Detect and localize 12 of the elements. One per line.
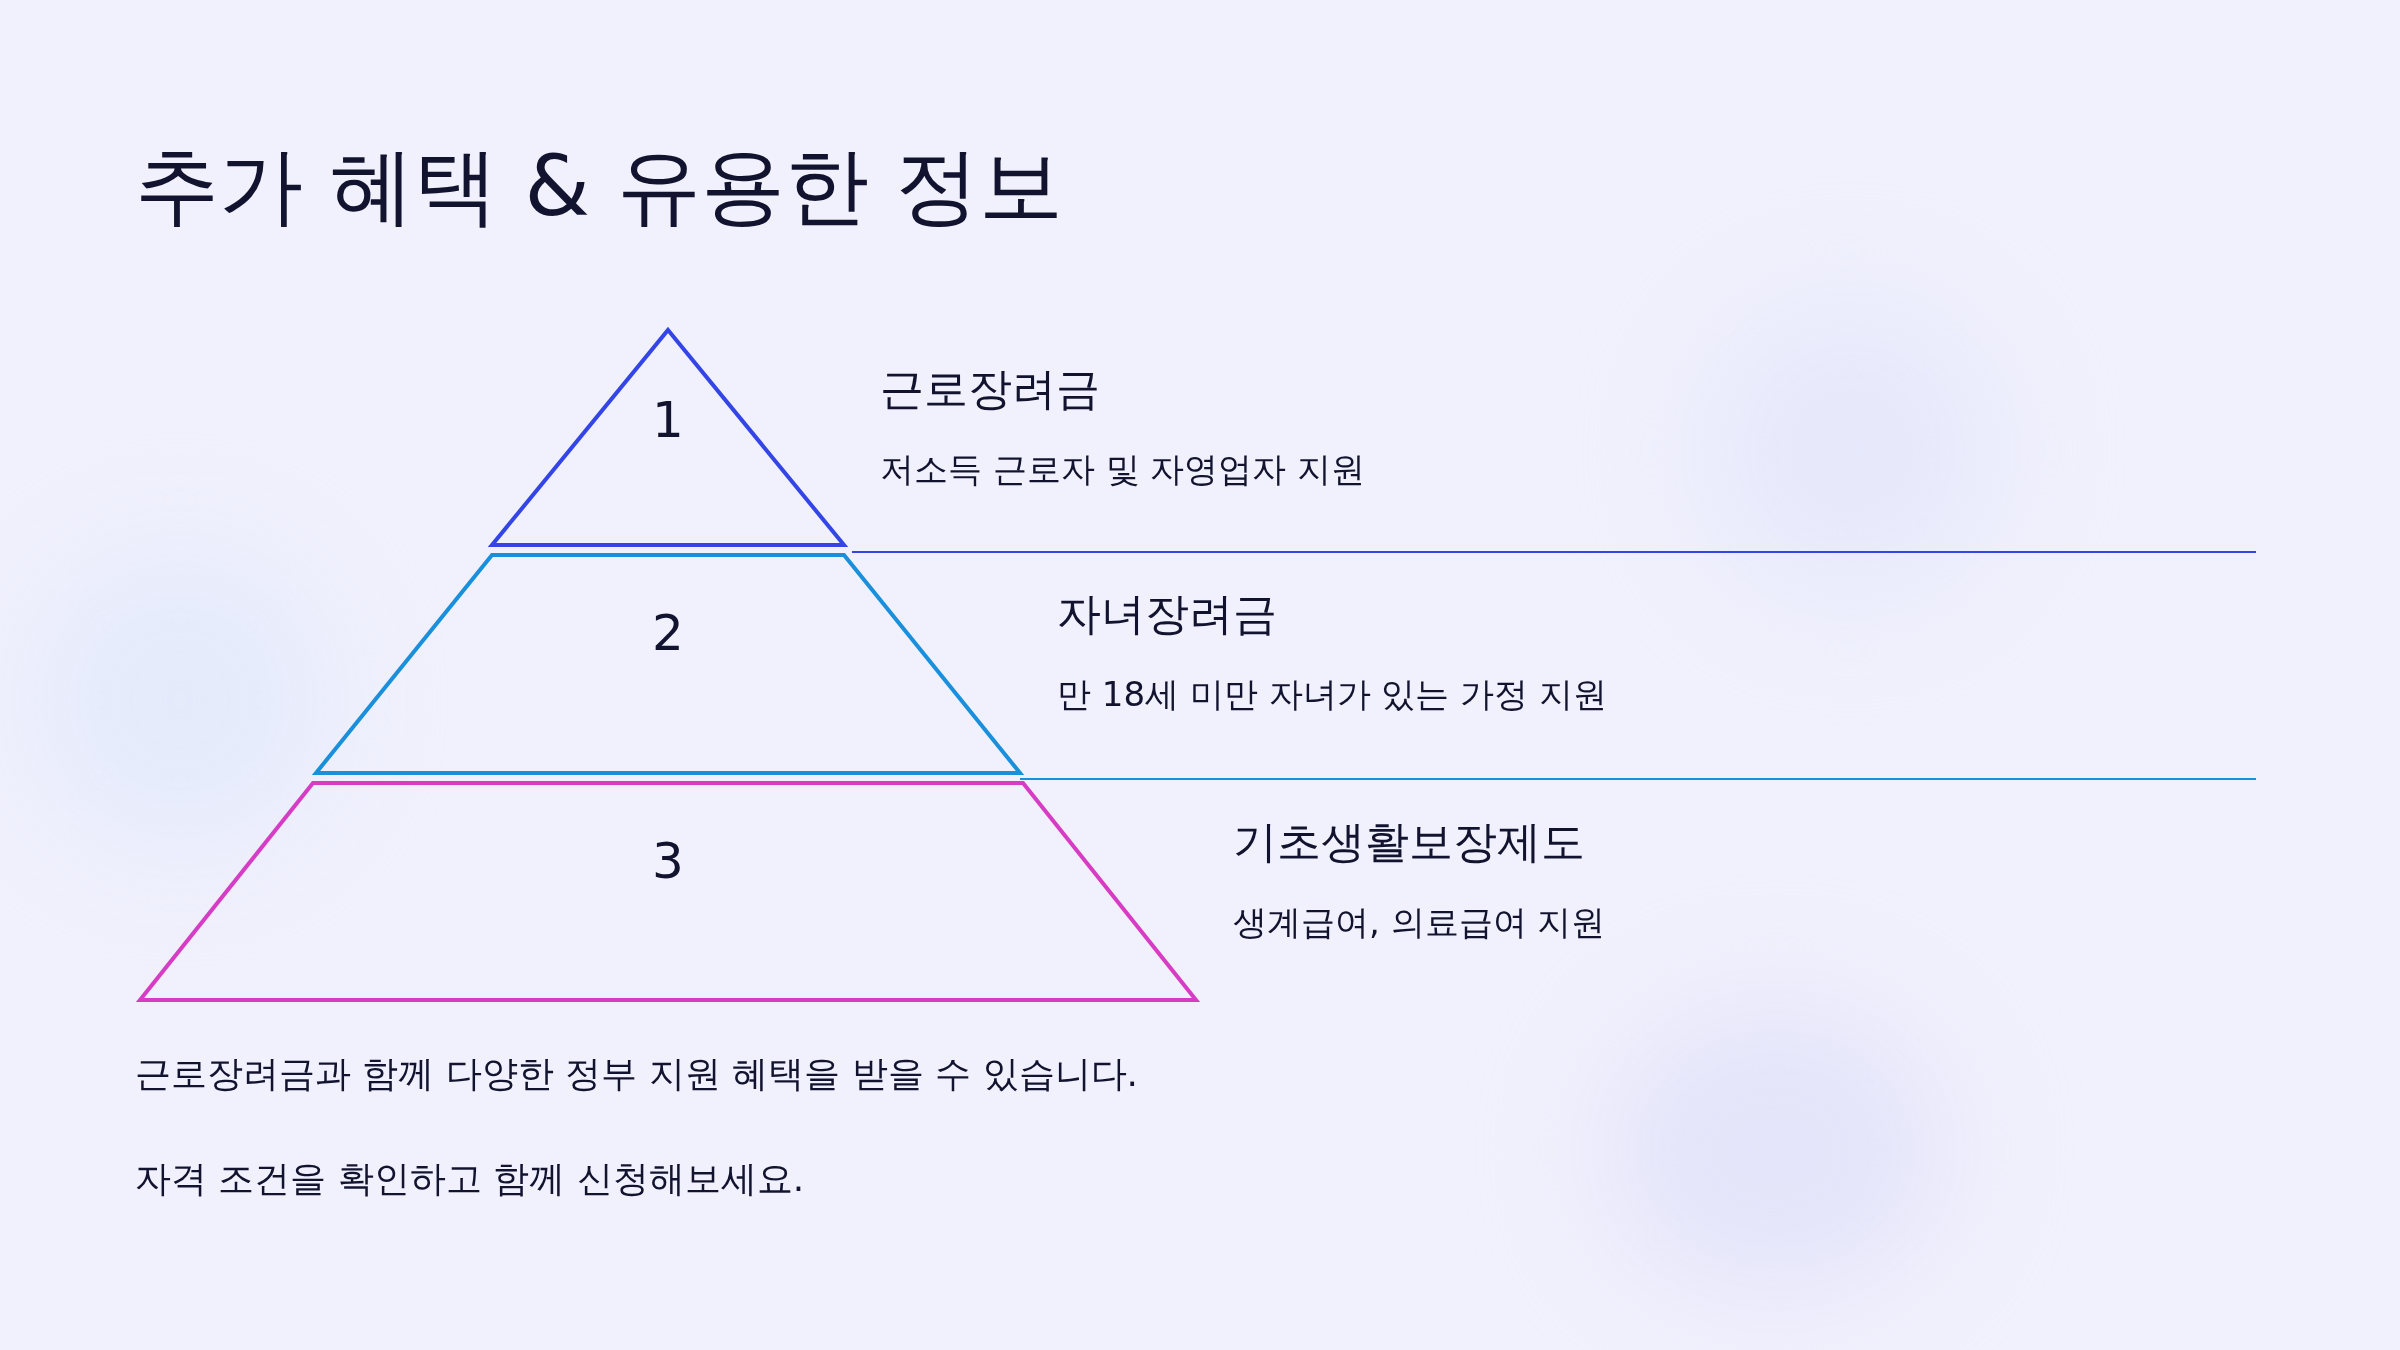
- layer-number: 3: [652, 832, 684, 891]
- tier-heading: 근로장려금: [880, 362, 1100, 416]
- tier-description: 저소득 근로자 및 자영업자 지원: [880, 448, 1366, 491]
- tier-description: 생계급여, 의료급여 지원: [1233, 901, 1606, 944]
- layer-number: 1: [652, 391, 684, 450]
- tier-description: 만 18세 미만 자녀가 있는 가정 지원: [1057, 673, 1608, 716]
- layer-number: 2: [652, 604, 684, 663]
- note-text: 자격 조건을 확인하고 함께 신청해보세요.: [135, 1157, 805, 1201]
- note-text: 근로장려금과 함께 다양한 정부 지원 혜택을 받을 수 있습니다.: [135, 1052, 1138, 1096]
- tier-heading: 자녀장려금: [1057, 587, 1277, 641]
- tier-heading: 기초생활보장제도: [1233, 815, 1585, 869]
- slide-title: 추가 혜택 & 유용한 정보: [135, 136, 1064, 237]
